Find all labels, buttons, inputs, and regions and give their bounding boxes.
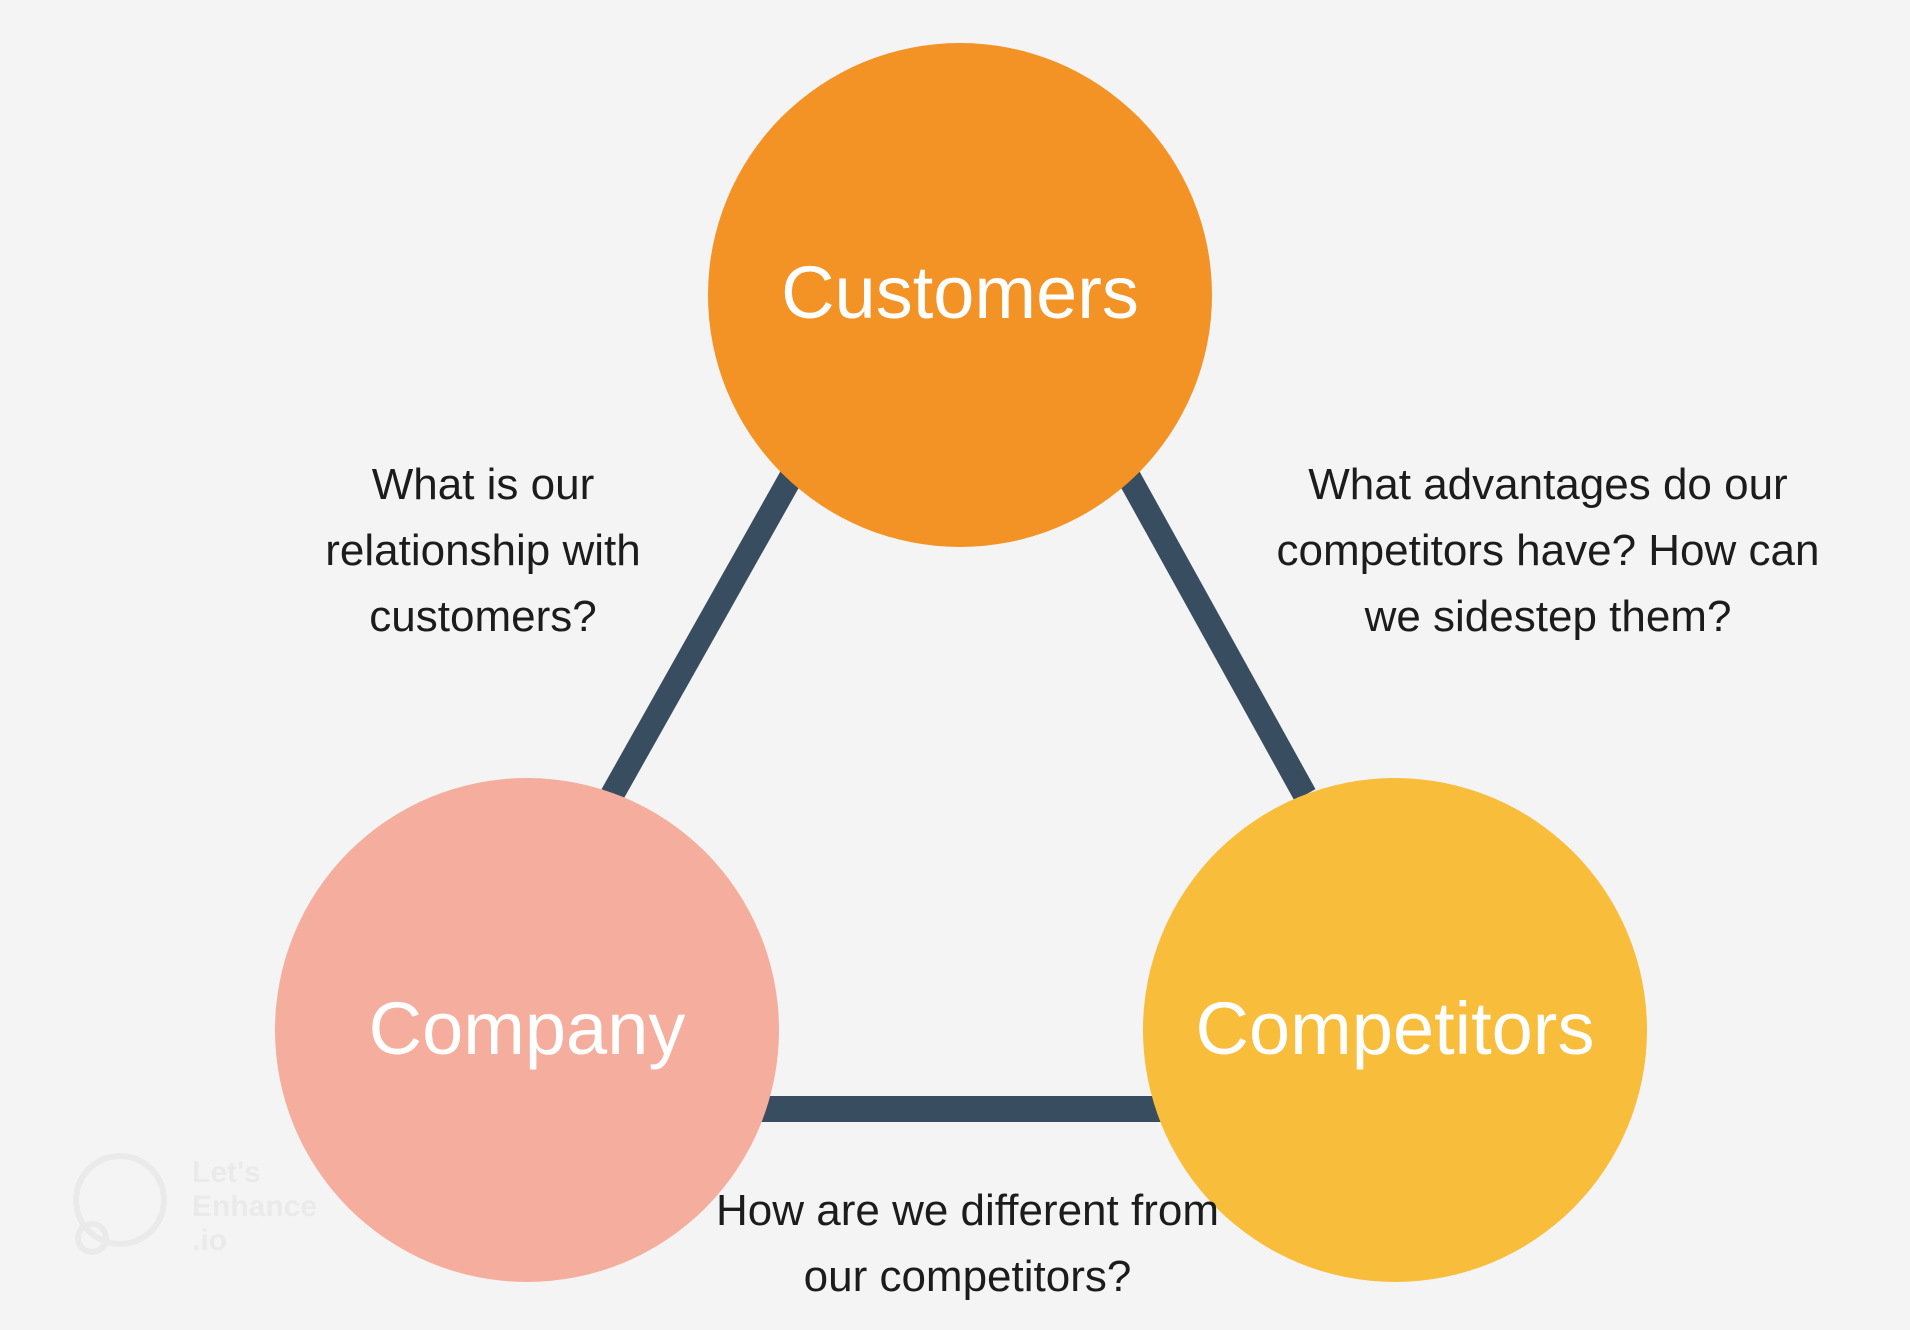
connector-customers-company: [601, 464, 806, 801]
connector-customers-competitors: [1114, 464, 1316, 801]
watermark-logo-icon: [73, 1153, 167, 1255]
competitors-circle: [1143, 778, 1647, 1282]
node-customers: Customers: [708, 43, 1212, 547]
company-circle: [275, 778, 779, 1282]
question-company-competitors: How are we different from our competitor…: [716, 1186, 1219, 1301]
company-label: Company: [369, 987, 686, 1070]
node-competitors: Competitors: [1143, 778, 1647, 1282]
watermark: Let's Enhance .io: [62, 1150, 362, 1270]
competitors-label: Competitors: [1196, 987, 1595, 1070]
question-customers-company: What is our relationship with customers?: [325, 460, 641, 641]
question-customers-competitors: What advantages do our competitors have?…: [1276, 460, 1820, 641]
customers-label: Customers: [781, 251, 1139, 334]
node-company: Company: [275, 778, 779, 1282]
watermark-text: Let's Enhance .io: [192, 1156, 318, 1257]
customers-circle: [708, 43, 1212, 547]
